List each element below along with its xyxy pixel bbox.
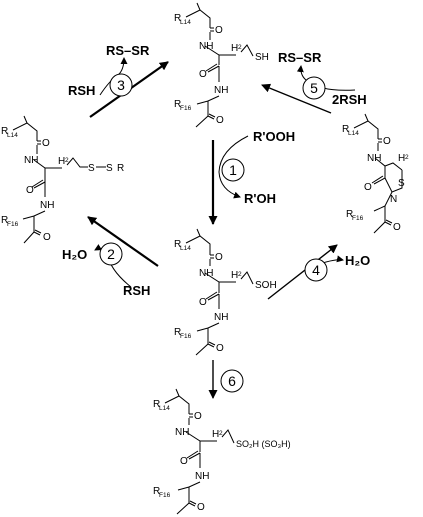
reaction-2-number: 2 (107, 246, 115, 262)
disulfide-structure (12, 115, 106, 244)
sulfenic-r-bot: R (174, 327, 181, 338)
disulfide-s2: S (106, 163, 113, 174)
thiol-h2-sub: 2 (238, 44, 242, 51)
sulfenamide-r-top-sub: L14 (348, 130, 359, 137)
disulfide-r-bot: R (1, 215, 8, 226)
sulfenamide-nh1: NH (367, 153, 381, 164)
reaction-1: 1 R'OOH R'OH (208, 129, 295, 225)
thiol-r-bot-sub: F16 (180, 105, 192, 112)
sulfinic-o3: O (197, 502, 205, 513)
thiol-sh: SH (255, 52, 269, 63)
sulfinic-nh2: NH (195, 471, 209, 482)
reaction-5-product: RS–SR (278, 50, 322, 65)
reaction-2-reagent: RSH (123, 283, 150, 298)
sulfenic-r-bot-sub: F16 (180, 333, 192, 340)
disulfide-nh1: NH (24, 155, 38, 166)
thiol-r-top: R (174, 13, 181, 24)
sulfenamide-h2: H (398, 153, 405, 164)
sulfenic-r-top: R (174, 239, 181, 250)
sulfinic-o2: O (180, 456, 188, 467)
sulfenic-o1: O (215, 252, 223, 263)
sulfenamide-r-bot: R (346, 209, 353, 220)
reaction-4: 4 H₂O (267, 244, 370, 300)
thiol-r-top-sub: L14 (180, 19, 191, 26)
sulfinic-r-bot: R (153, 486, 160, 497)
thiol-nh2: NH (214, 85, 228, 96)
sulfenamide-o1: O (383, 136, 391, 147)
thiol-o2: O (199, 69, 207, 80)
sulfinic-r-top: R (153, 399, 160, 410)
sulfenamide-s: S (398, 178, 405, 189)
thiol-o1: O (215, 25, 223, 36)
reaction-3-number: 3 (117, 77, 125, 93)
disulfide-h2: H (58, 156, 65, 167)
sulfinic-group: SO₂H (SO₃H) (236, 439, 291, 449)
sulfinic-o1: O (194, 411, 202, 422)
reaction-1-product: R'OH (244, 191, 276, 206)
sulfinic-nh1: NH (175, 427, 189, 438)
disulfide-h2-sub: 2 (65, 157, 69, 164)
sulfenamide-o2: O (364, 182, 372, 193)
reaction-3: 3 RSH RS–SR (68, 43, 169, 118)
sulfenic-nh2: NH (214, 312, 228, 323)
sulfenamide-h2-sub: 2 (405, 154, 409, 161)
disulfide-s1: S (88, 163, 95, 174)
reaction-2: 2 RSH H₂O (62, 216, 159, 298)
disulfide-o1: O (42, 138, 50, 149)
sulfenic-structure (185, 228, 254, 356)
sulfinic-structure (164, 388, 235, 515)
disulfide-nh2: NH (40, 200, 54, 211)
sulfinic-r-bot-sub: F16 (159, 492, 171, 499)
sulfinic-r-top-sub: L14 (159, 405, 170, 412)
reaction-4-product: H₂O (345, 253, 370, 268)
thiol-structure (185, 2, 254, 128)
sulfenic-nh1: NH (199, 268, 213, 279)
reaction-5-reagent: 2RSH (332, 92, 367, 107)
sulfenamide-structure (353, 113, 403, 234)
thiol-nh1: NH (199, 41, 213, 52)
thiol-o3: O (216, 115, 224, 126)
thiol-h2: H (231, 43, 238, 54)
disulfide-o2: O (26, 185, 34, 196)
sulfenic-r-top-sub: L14 (180, 245, 191, 252)
reaction-4-number: 4 (312, 262, 320, 278)
sulfenic-soh: SOH (255, 280, 277, 291)
sulfenic-o3: O (216, 343, 224, 354)
reaction-5-number: 5 (310, 80, 318, 96)
reaction-3-product: RS–SR (106, 43, 150, 58)
reaction-5: 5 2RSH RS–SR (261, 50, 367, 114)
disulfide-r-bot-sub: F16 (7, 221, 19, 228)
disulfide-r-top: R (1, 126, 8, 137)
reaction-2-product: H₂O (62, 247, 87, 262)
reaction-1-reagent: R'OOH (253, 129, 295, 144)
sulfenamide-r-bot-sub: F16 (352, 215, 364, 222)
sulfenamide-o3: O (393, 222, 401, 233)
sulfenamide-n: N (390, 194, 397, 205)
reaction-3-reagent: RSH (68, 83, 95, 98)
reaction-6-number: 6 (228, 373, 236, 389)
sulfenic-h2-sub: 2 (238, 271, 242, 278)
sulfinic-h2: H (212, 429, 219, 440)
reaction-6: 6 (208, 360, 244, 399)
disulfide-r: R (117, 163, 124, 174)
sulfenamide-r-top: R (342, 124, 349, 135)
sulfenic-h2: H (231, 270, 238, 281)
sulfinic-h2-sub: 2 (219, 430, 223, 437)
disulfide-o3: O (43, 232, 51, 243)
thiol-r-bot: R (174, 99, 181, 110)
reaction-1-number: 1 (229, 162, 237, 178)
disulfide-r-top-sub: L14 (7, 132, 18, 139)
sulfenic-o2: O (199, 297, 207, 308)
